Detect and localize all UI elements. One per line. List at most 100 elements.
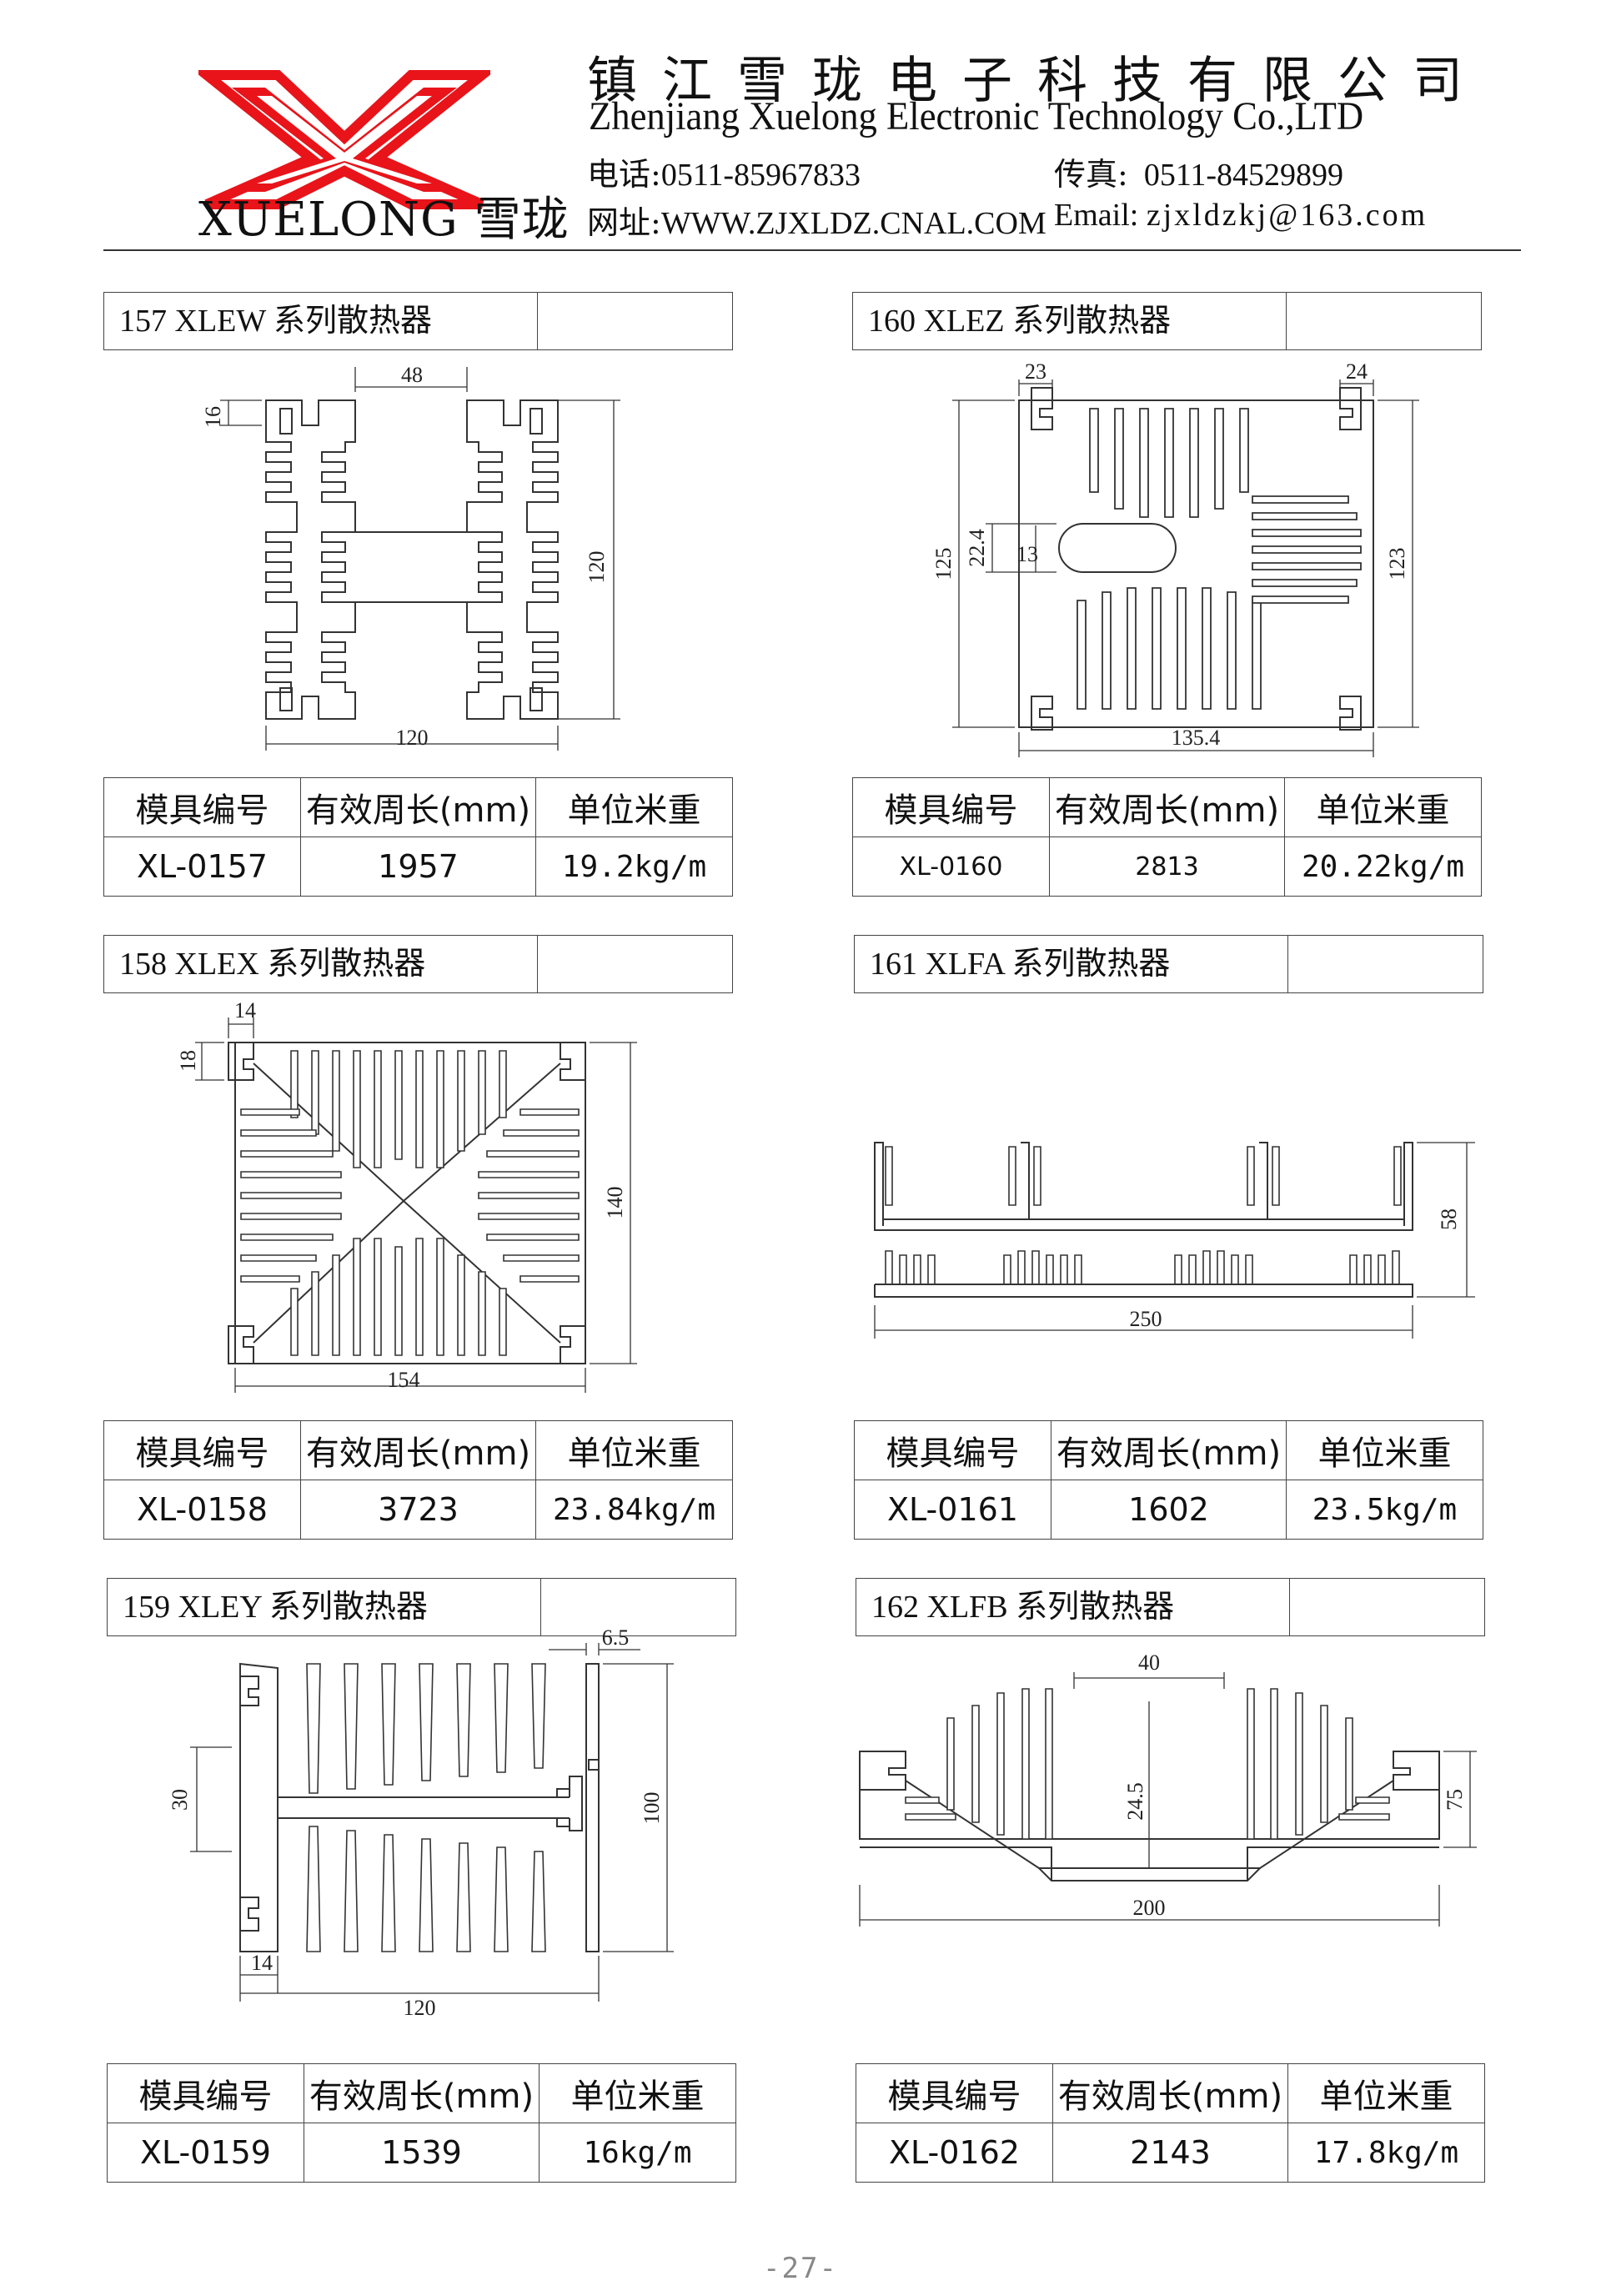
- header-mold: 模具编号: [107, 2063, 304, 2123]
- dim-label: 120: [396, 726, 429, 750]
- dim-label: 13: [1016, 542, 1038, 566]
- item-title: 157 XLEW 系列散热器: [104, 293, 538, 349]
- logo-text: XUELONG 雪珑: [198, 193, 570, 247]
- dim-label: 120: [404, 1996, 436, 2020]
- perimeter-value: 1957: [300, 837, 536, 897]
- header-weight: 单位米重: [535, 777, 733, 837]
- weight-value: 19.2kg/m: [535, 837, 733, 897]
- dim-label: 75: [1443, 1789, 1467, 1811]
- weight-value: 17.8kg/m: [1287, 2123, 1485, 2183]
- phone-row: 电话:0511-85967833: [587, 148, 861, 194]
- xuelong-logo: [198, 70, 490, 209]
- dim-label: 200: [1133, 1896, 1166, 1920]
- dim-label: 48: [401, 363, 423, 387]
- header-perimeter: 有效周长(mm): [300, 777, 536, 837]
- email-label: Email:: [1054, 198, 1139, 233]
- heatsink-drawing-xlew: 48 16 120 120: [201, 363, 620, 751]
- item-title-box: 160 XLEZ 系列散热器: [852, 292, 1482, 350]
- fax-row: 传真: 0511-84529899: [1054, 148, 1343, 194]
- dim-label: 16: [201, 406, 225, 428]
- header-perimeter: 有效周长(mm): [1051, 1420, 1287, 1480]
- item-title: 161 XLFA 系列散热器: [855, 936, 1288, 992]
- header-mold: 模具编号: [856, 2063, 1053, 2123]
- header-weight: 单位米重: [1286, 1420, 1483, 1480]
- item-title-box: 159 XLEY 系列散热器: [107, 1578, 736, 1636]
- weight-value: 20.22kg/m: [1284, 837, 1482, 897]
- heatsink-drawing-xlfa: 58 250: [874, 1142, 1475, 1339]
- company-name-en: Zhenjiang Xuelong Electronic Technology …: [589, 94, 1364, 138]
- weight-value: 16kg/m: [539, 2123, 736, 2183]
- header-mold: 模具编号: [854, 1420, 1051, 1480]
- mold-number: XL-0161: [854, 1480, 1051, 1540]
- fax-label: 传真:: [1054, 156, 1128, 193]
- perimeter-value: 3723: [300, 1480, 536, 1540]
- header-divider: [103, 249, 1521, 251]
- dim-label: 23: [1025, 359, 1046, 384]
- header-perimeter: 有效周长(mm): [1052, 2063, 1288, 2123]
- item-title-box: 161 XLFA 系列散热器: [854, 935, 1483, 993]
- perimeter-value: 2143: [1052, 2123, 1288, 2183]
- header-weight: 单位米重: [535, 1420, 733, 1480]
- dim-label: 6.5: [602, 1625, 630, 1650]
- perimeter-value: 1539: [304, 2123, 540, 2183]
- item-title: 162 XLFB 系列散热器: [856, 1579, 1290, 1635]
- email-row: Email: zjxldzkj@163.com: [1054, 197, 1428, 234]
- heatsink-drawing-xlfb: 40 24.5 75 200: [859, 1650, 1477, 1927]
- dim-label: 58: [1437, 1208, 1461, 1230]
- mold-number: XL-0157: [103, 837, 301, 897]
- dim-label: 135.4: [1172, 726, 1221, 750]
- company-name-cn: 镇江雪珑电子科技有限公司: [587, 52, 1488, 110]
- website-label: 网址:: [587, 204, 661, 241]
- dim-label: 24.5: [1123, 1782, 1147, 1821]
- page-number: -27-: [763, 2252, 838, 2285]
- mold-number: XL-0159: [107, 2123, 304, 2183]
- dim-label: 100: [640, 1792, 664, 1825]
- email-link[interactable]: zjxldzkj@163.com: [1146, 198, 1428, 233]
- dim-label: 140: [603, 1187, 627, 1219]
- phone-label: 电话:: [587, 156, 661, 193]
- item-title: 158 XLEX 系列散热器: [104, 936, 538, 992]
- item-title-box: 157 XLEW 系列散热器: [103, 292, 733, 350]
- website-row: 网址:WWW.ZJXLDZ.CNAL.COM: [587, 197, 1046, 243]
- dim-label: 22.4: [965, 529, 989, 567]
- fax-number: 0511-84529899: [1143, 158, 1344, 193]
- item-title-box: 158 XLEX 系列散热器: [103, 935, 733, 993]
- heatsink-drawing-xlex: 14 18 140 154: [176, 998, 637, 1393]
- perimeter-value: 1602: [1051, 1480, 1287, 1540]
- weight-value: 23.5kg/m: [1286, 1480, 1483, 1540]
- dim-label: 14: [251, 1951, 273, 1975]
- weight-value: 23.84kg/m: [535, 1480, 733, 1540]
- header-mold: 模具编号: [103, 777, 301, 837]
- dim-label: 14: [234, 998, 256, 1022]
- header-mold: 模具编号: [103, 1420, 301, 1480]
- mold-number: XL-0162: [856, 2123, 1053, 2183]
- dim-label: 154: [388, 1368, 420, 1392]
- header-perimeter: 有效周长(mm): [304, 2063, 540, 2123]
- item-title: 159 XLEY 系列散热器: [108, 1579, 541, 1635]
- header-mold: 模具编号: [852, 777, 1050, 837]
- dim-label: 24: [1346, 359, 1368, 384]
- header-perimeter: 有效周长(mm): [300, 1420, 536, 1480]
- dim-label: 30: [168, 1789, 192, 1811]
- dim-label: 123: [1385, 548, 1409, 580]
- dim-label: 18: [176, 1050, 200, 1072]
- header-perimeter: 有效周长(mm): [1049, 777, 1285, 837]
- header-weight: 单位米重: [539, 2063, 736, 2123]
- dim-label: 120: [585, 551, 609, 584]
- website-link[interactable]: WWW.ZJXLDZ.CNAL.COM: [660, 206, 1046, 241]
- dim-label: 125: [931, 548, 956, 580]
- perimeter-value: 2813: [1049, 837, 1285, 897]
- item-title: 160 XLEZ 系列散热器: [853, 293, 1287, 349]
- header-weight: 单位米重: [1287, 2063, 1485, 2123]
- dim-label: 40: [1138, 1650, 1160, 1675]
- dim-label: 250: [1130, 1307, 1162, 1331]
- item-title-box: 162 XLFB 系列散热器: [856, 1578, 1485, 1636]
- header-weight: 单位米重: [1284, 777, 1482, 837]
- mold-number: XL-0160: [852, 837, 1050, 897]
